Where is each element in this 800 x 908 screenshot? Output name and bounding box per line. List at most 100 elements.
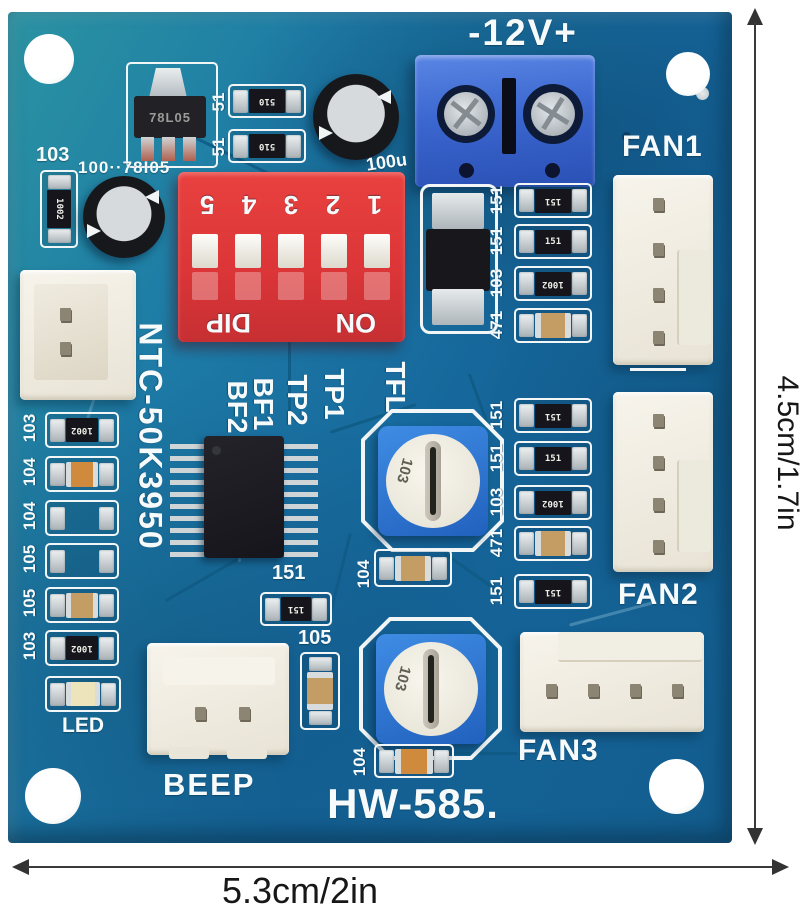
solder-pad [286,89,301,113]
connector-pin [60,342,71,355]
connector-pin [653,331,664,344]
solder-pad [265,597,280,621]
regulator-tab [149,68,187,98]
pcb-board: -12V+ 78L05 [8,12,732,843]
pot-marking: 103 [391,664,414,693]
capacitor-footprint [374,744,454,778]
solder-pad [572,230,587,253]
resistor-footprint: 151 [514,224,592,259]
pot-dial: 103 [384,642,478,736]
capacitor-chip [395,748,433,774]
solder-pad [286,134,301,158]
component-label: 151 [487,226,506,256]
pot-marking: 103 [393,456,416,485]
resistor-footprint-vertical: 1002 [40,170,78,248]
solder-pad [572,272,587,295]
connector-foot [169,747,209,759]
connector-pin [588,684,599,697]
terminal-divider-slot [502,78,516,154]
dip-lever-reflection [364,272,390,300]
capacitor-polarity-mark [377,90,391,104]
component-label: 104 [20,457,39,487]
connector-pin [653,198,664,211]
model-label: HW-585. [327,780,499,827]
fan3-label: FAN3 [518,734,599,767]
pcb-trace [288,342,291,412]
power-terminal-block [415,55,595,187]
electrolytic-capacitor-top [313,74,399,160]
pot1-silk-outline [361,409,504,552]
resistor-chip: 151 [535,403,571,428]
connector-pin [239,707,250,720]
connector-pin [653,414,664,427]
resistor-chip: 151 [535,188,571,213]
solder-pad [572,314,587,337]
potentiometer-1: 103 [378,426,488,536]
resistor-chip: 1002 [66,636,98,660]
capacitor-chip [66,592,98,618]
connector-pin [546,684,557,697]
connector-silk-line [630,368,686,371]
pot-screw-slot [425,441,441,521]
solder-pad [572,189,587,212]
solder-pad [379,749,394,773]
connector-key [677,460,711,552]
component-label: 105 [20,588,39,618]
via [622,132,631,141]
dip-on-label: ON [335,308,377,338]
capacitor-footprint [45,587,119,623]
capacitor-footprint [514,308,592,343]
connector-pin [653,498,664,511]
solder-pad [99,506,114,530]
dimension-line-horizontal [26,866,774,868]
connector-foot [227,747,267,759]
ntc-connector [20,270,136,400]
ic-pin1-dot [212,446,221,455]
component-label: 151 [487,185,506,215]
regulator-leg [183,137,196,161]
solder-pad [99,462,114,486]
dip-switch-lever-3 [278,234,304,268]
capacitor-chip [535,531,571,556]
solder-pad [432,193,484,229]
component-label: 151 [272,562,306,584]
connector-pin [653,243,664,256]
resistor-chip: 151 [535,446,571,471]
resistor-footprint: 151 [514,441,592,476]
dip-switch-lever-5 [192,234,218,268]
power-terminal-label: -12V+ [468,12,578,53]
regulator-silk-text: 100··78I05 [78,158,171,177]
empty-footprint [45,543,119,579]
dip-switch-numbers: 1 2 3 4 5 [200,190,382,220]
component-label: 471 [487,310,506,340]
capacitor-footprint [45,456,119,492]
solder-pad [519,491,534,514]
solder-pad [519,580,534,603]
terminal-screw-left [437,85,495,143]
solder-pad [379,556,394,580]
connector-pin [195,707,206,720]
testpoint-label-tp2: TP2 [282,374,313,426]
resistor-footprint: 1002 [514,266,592,301]
solder-pad [50,682,65,706]
regulator-leg [141,137,154,161]
solder-pad [519,447,534,470]
fan2-connector [613,392,713,572]
resistor-chip: 1002 [66,418,98,442]
resistor-footprint: 510 [228,129,306,163]
resistor-footprint: 1002 [45,412,119,448]
component-label: 103 [20,413,39,443]
capacitor-chip [66,461,98,487]
resistor-chip: 151 [281,597,311,621]
solder-pad [519,404,534,427]
resistor-chip: 1002 [535,490,571,515]
terminal-wire-hole-right [545,163,560,178]
beep-label: BEEP [163,767,256,802]
testpoint-label-tp1: TP1 [319,368,350,420]
ic-chip [204,436,284,558]
connector-pin [653,540,664,553]
solder-pad [50,636,65,660]
capacitor-chip [535,313,571,338]
capacitor-footprint [514,526,592,561]
